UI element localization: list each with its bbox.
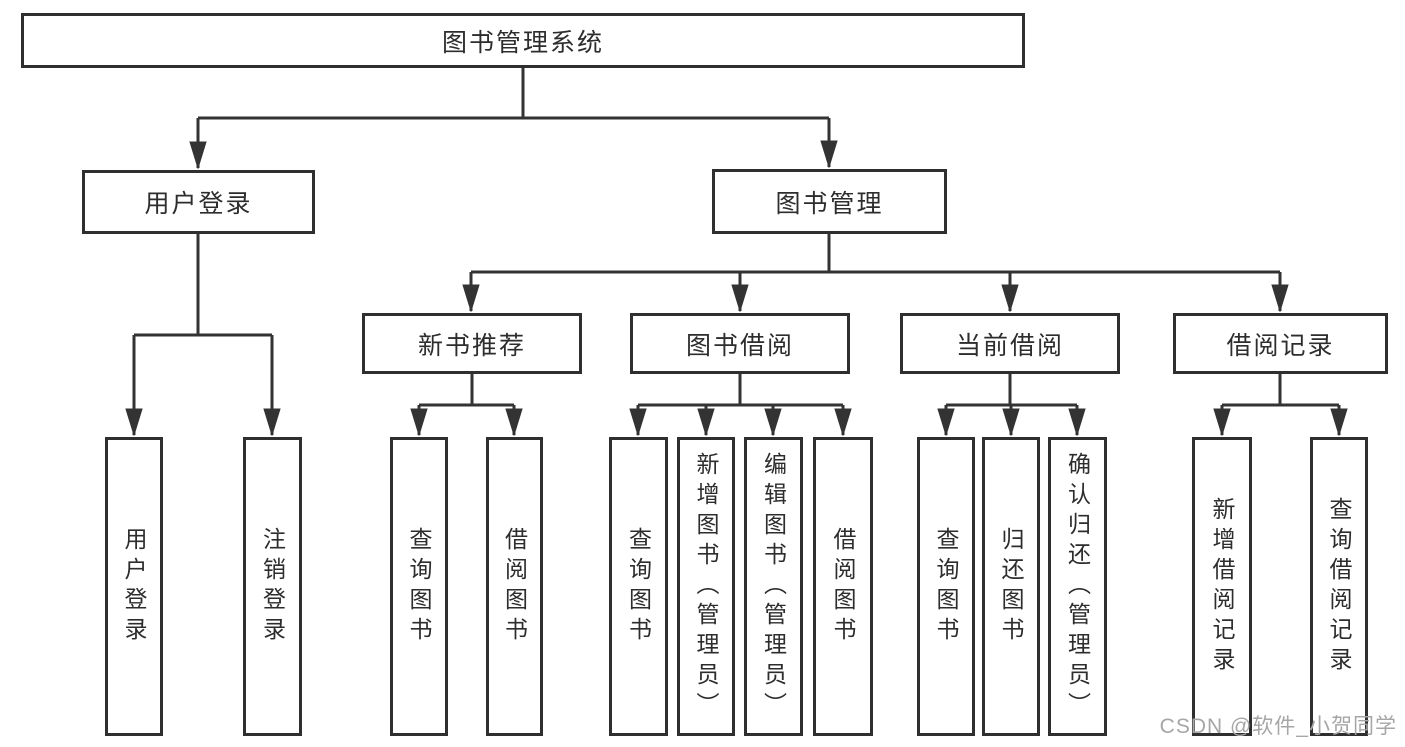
leaf-br-add-record: 新增借阅记录 xyxy=(1192,437,1252,736)
leaf-bb-edit-book-label: 编辑图书（管理员） xyxy=(760,451,787,722)
leaf-br-add-record-label: 新增借阅记录 xyxy=(1209,496,1235,677)
leaf-bb-query-book: 查询图书 xyxy=(609,437,668,736)
node-user-login: 用户登录 xyxy=(82,170,315,234)
node-borrowing-records: 借阅记录 xyxy=(1173,313,1388,374)
leaf-bb-edit-book: 编辑图书（管理员） xyxy=(744,437,803,736)
leaf-cb-query-book: 查询图书 xyxy=(917,437,975,736)
leaf-bb-query-book-label: 查询图书 xyxy=(625,526,652,647)
node-current-borrowing-label: 当前借阅 xyxy=(955,331,1064,360)
csdn-watermark: CSDN @软件_小贺同学 xyxy=(1159,715,1397,738)
leaf-nbr-borrow-book-label: 借阅图书 xyxy=(501,526,528,647)
node-new-book-recommendation: 新书推荐 xyxy=(362,313,582,374)
leaf-cb-return-book: 归还图书 xyxy=(982,437,1040,736)
node-book-management-label: 图书管理 xyxy=(775,189,884,218)
leaf-cb-confirm-return: 确认归还（管理员） xyxy=(1048,437,1107,736)
leaf-nbr-borrow-book: 借阅图书 xyxy=(486,437,543,736)
leaf-bb-borrow-book-label: 借阅图书 xyxy=(830,526,856,647)
leaf-bb-add-book-label: 新增图书（管理员） xyxy=(693,451,719,722)
node-root: 图书管理系统 xyxy=(21,13,1025,68)
node-user-login-label: 用户登录 xyxy=(144,190,253,218)
node-book-borrowing-label: 图书借阅 xyxy=(685,331,794,360)
node-current-borrowing: 当前借阅 xyxy=(900,313,1120,374)
node-book-borrowing: 图书借阅 xyxy=(630,313,850,374)
leaf-bb-borrow-book: 借阅图书 xyxy=(813,437,873,736)
node-root-label: 图书管理系统 xyxy=(441,28,604,57)
node-borrowing-records-label: 借阅记录 xyxy=(1226,331,1335,360)
leaf-cb-confirm-return-label: 确认归还（管理员） xyxy=(1064,451,1091,722)
leaf-nbr-query-book: 查询图书 xyxy=(390,437,448,736)
leaf-bb-add-book: 新增图书（管理员） xyxy=(677,437,735,736)
leaf-user-login-label: 用户登录 xyxy=(121,526,147,647)
leaf-br-query-record-label: 查询借阅记录 xyxy=(1326,496,1352,677)
leaf-logout: 注销登录 xyxy=(243,437,302,736)
leaf-br-query-record: 查询借阅记录 xyxy=(1310,437,1368,736)
node-new-book-recommendation-label: 新书推荐 xyxy=(417,331,526,360)
leaf-logout-label: 注销登录 xyxy=(259,526,286,647)
leaf-cb-return-book-label: 归还图书 xyxy=(998,526,1024,647)
leaf-nbr-query-book-label: 查询图书 xyxy=(406,526,432,647)
leaf-cb-query-book-label: 查询图书 xyxy=(933,526,959,647)
node-book-management: 图书管理 xyxy=(712,169,947,234)
leaf-user-login: 用户登录 xyxy=(105,437,163,736)
